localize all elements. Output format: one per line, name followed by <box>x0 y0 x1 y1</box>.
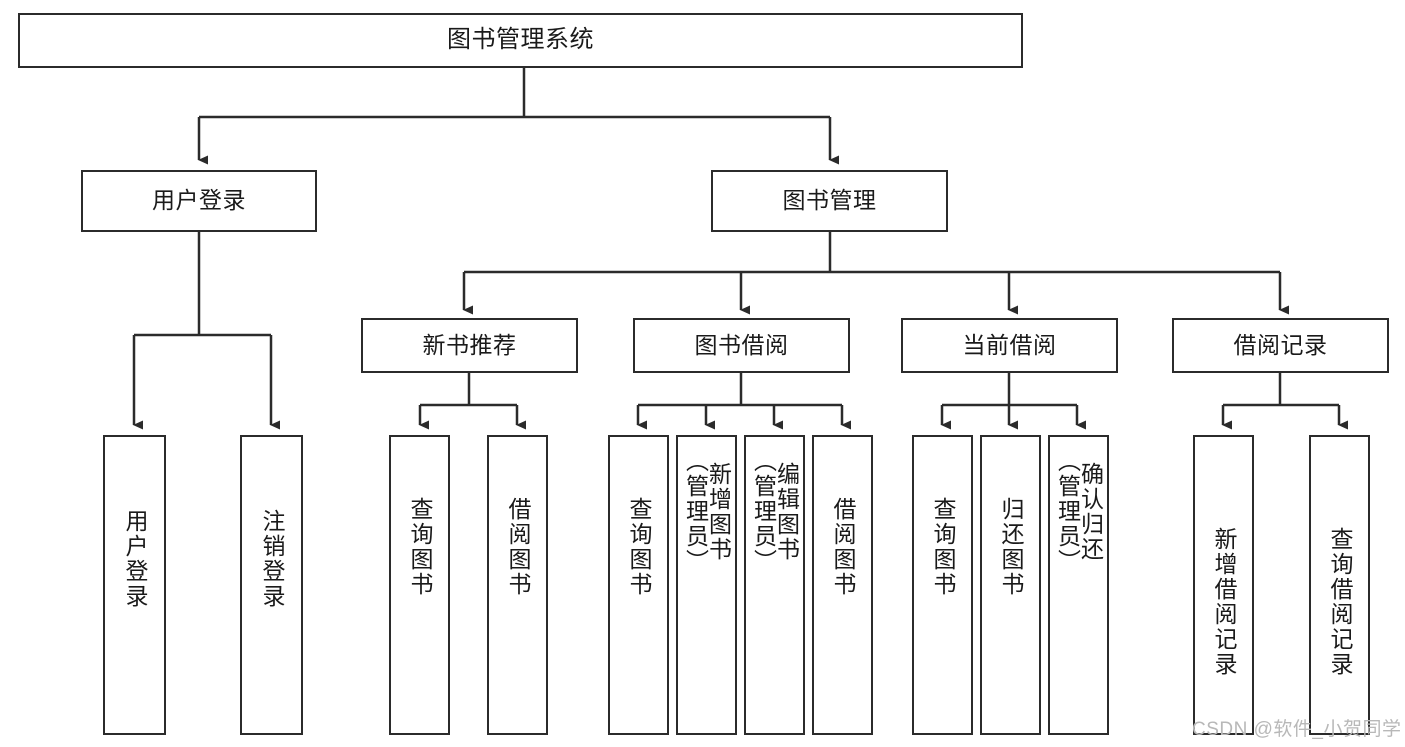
edge-borrowrecord-to-leaves <box>1221 373 1348 430</box>
node-label: 借阅图书 <box>830 497 856 597</box>
node-label: 新书推荐 <box>422 331 517 358</box>
edge-root-to-level2 <box>197 68 839 165</box>
leaf-book-borrow-add-book-admin[interactable]: 新增图书 （管理员） <box>676 435 737 735</box>
leaf-book-borrow-borrow-books[interactable]: 借阅图书 <box>812 435 873 735</box>
leaf-current-borrow-confirm-return-admin[interactable]: 确认归还 （管理员） <box>1048 435 1109 735</box>
node-book-management[interactable]: 图书管理 <box>711 170 948 232</box>
node-label: 查询图书 <box>407 497 433 597</box>
leaf-borrow-record-query-record[interactable]: 查询借阅记录 <box>1309 435 1370 735</box>
leaf-current-borrow-query-books[interactable]: 查询图书 <box>912 435 973 735</box>
node-label: 新增借阅记录 <box>1211 527 1237 677</box>
node-label: 用户登录 <box>122 509 148 609</box>
node-label: 图书管理系统 <box>447 26 594 54</box>
node-label: 查询图书 <box>930 497 956 597</box>
node-label: 编辑图书 （管理员） <box>750 449 800 574</box>
leaf-user-login-login[interactable]: 用户登录 <box>103 435 166 735</box>
node-new-book-recommend[interactable]: 新书推荐 <box>361 318 578 373</box>
csdn-watermark: CSDN @软件_小贺同学 <box>1192 719 1402 740</box>
leaf-current-borrow-return-books[interactable]: 归还图书 <box>980 435 1041 735</box>
node-label: 借阅记录 <box>1233 331 1328 358</box>
leaf-book-borrow-query-books[interactable]: 查询图书 <box>608 435 669 735</box>
leaf-user-login-logout[interactable]: 注销登录 <box>240 435 303 735</box>
node-label: 图书管理 <box>782 187 877 214</box>
leaf-new-book-borrow-books[interactable]: 借阅图书 <box>487 435 548 735</box>
node-label: 新增图书 （管理员） <box>682 449 732 574</box>
edge-bookmgmt-to-level3 <box>462 232 1289 315</box>
leaf-borrow-record-add-record[interactable]: 新增借阅记录 <box>1193 435 1254 735</box>
node-book-borrow[interactable]: 图书借阅 <box>633 318 850 373</box>
node-current-borrow[interactable]: 当前借阅 <box>901 318 1118 373</box>
edge-currentborrow-to-leaves <box>940 373 1086 430</box>
node-label: 用户登录 <box>152 187 246 214</box>
node-label: 图书借阅 <box>694 331 789 358</box>
node-user-login[interactable]: 用户登录 <box>81 170 317 232</box>
node-label: 归还图书 <box>998 497 1024 597</box>
edge-newbook-to-leaves <box>418 373 526 430</box>
node-label: 查询图书 <box>626 497 652 597</box>
node-label: 借阅图书 <box>505 497 531 597</box>
node-label: 注销登录 <box>259 509 285 609</box>
edge-bookborrow-to-leaves <box>636 373 851 430</box>
leaf-book-borrow-edit-book-admin[interactable]: 编辑图书 （管理员） <box>744 435 805 735</box>
node-label: 查询借阅记录 <box>1327 527 1353 677</box>
leaf-new-book-query-books[interactable]: 查询图书 <box>389 435 450 735</box>
node-label: 当前借阅 <box>962 331 1057 358</box>
node-label: 确认归还 （管理员） <box>1054 449 1104 574</box>
node-borrow-record[interactable]: 借阅记录 <box>1172 318 1389 373</box>
edge-userlogin-to-leaves <box>132 232 280 430</box>
node-root-book-management-system[interactable]: 图书管理系统 <box>18 13 1023 68</box>
